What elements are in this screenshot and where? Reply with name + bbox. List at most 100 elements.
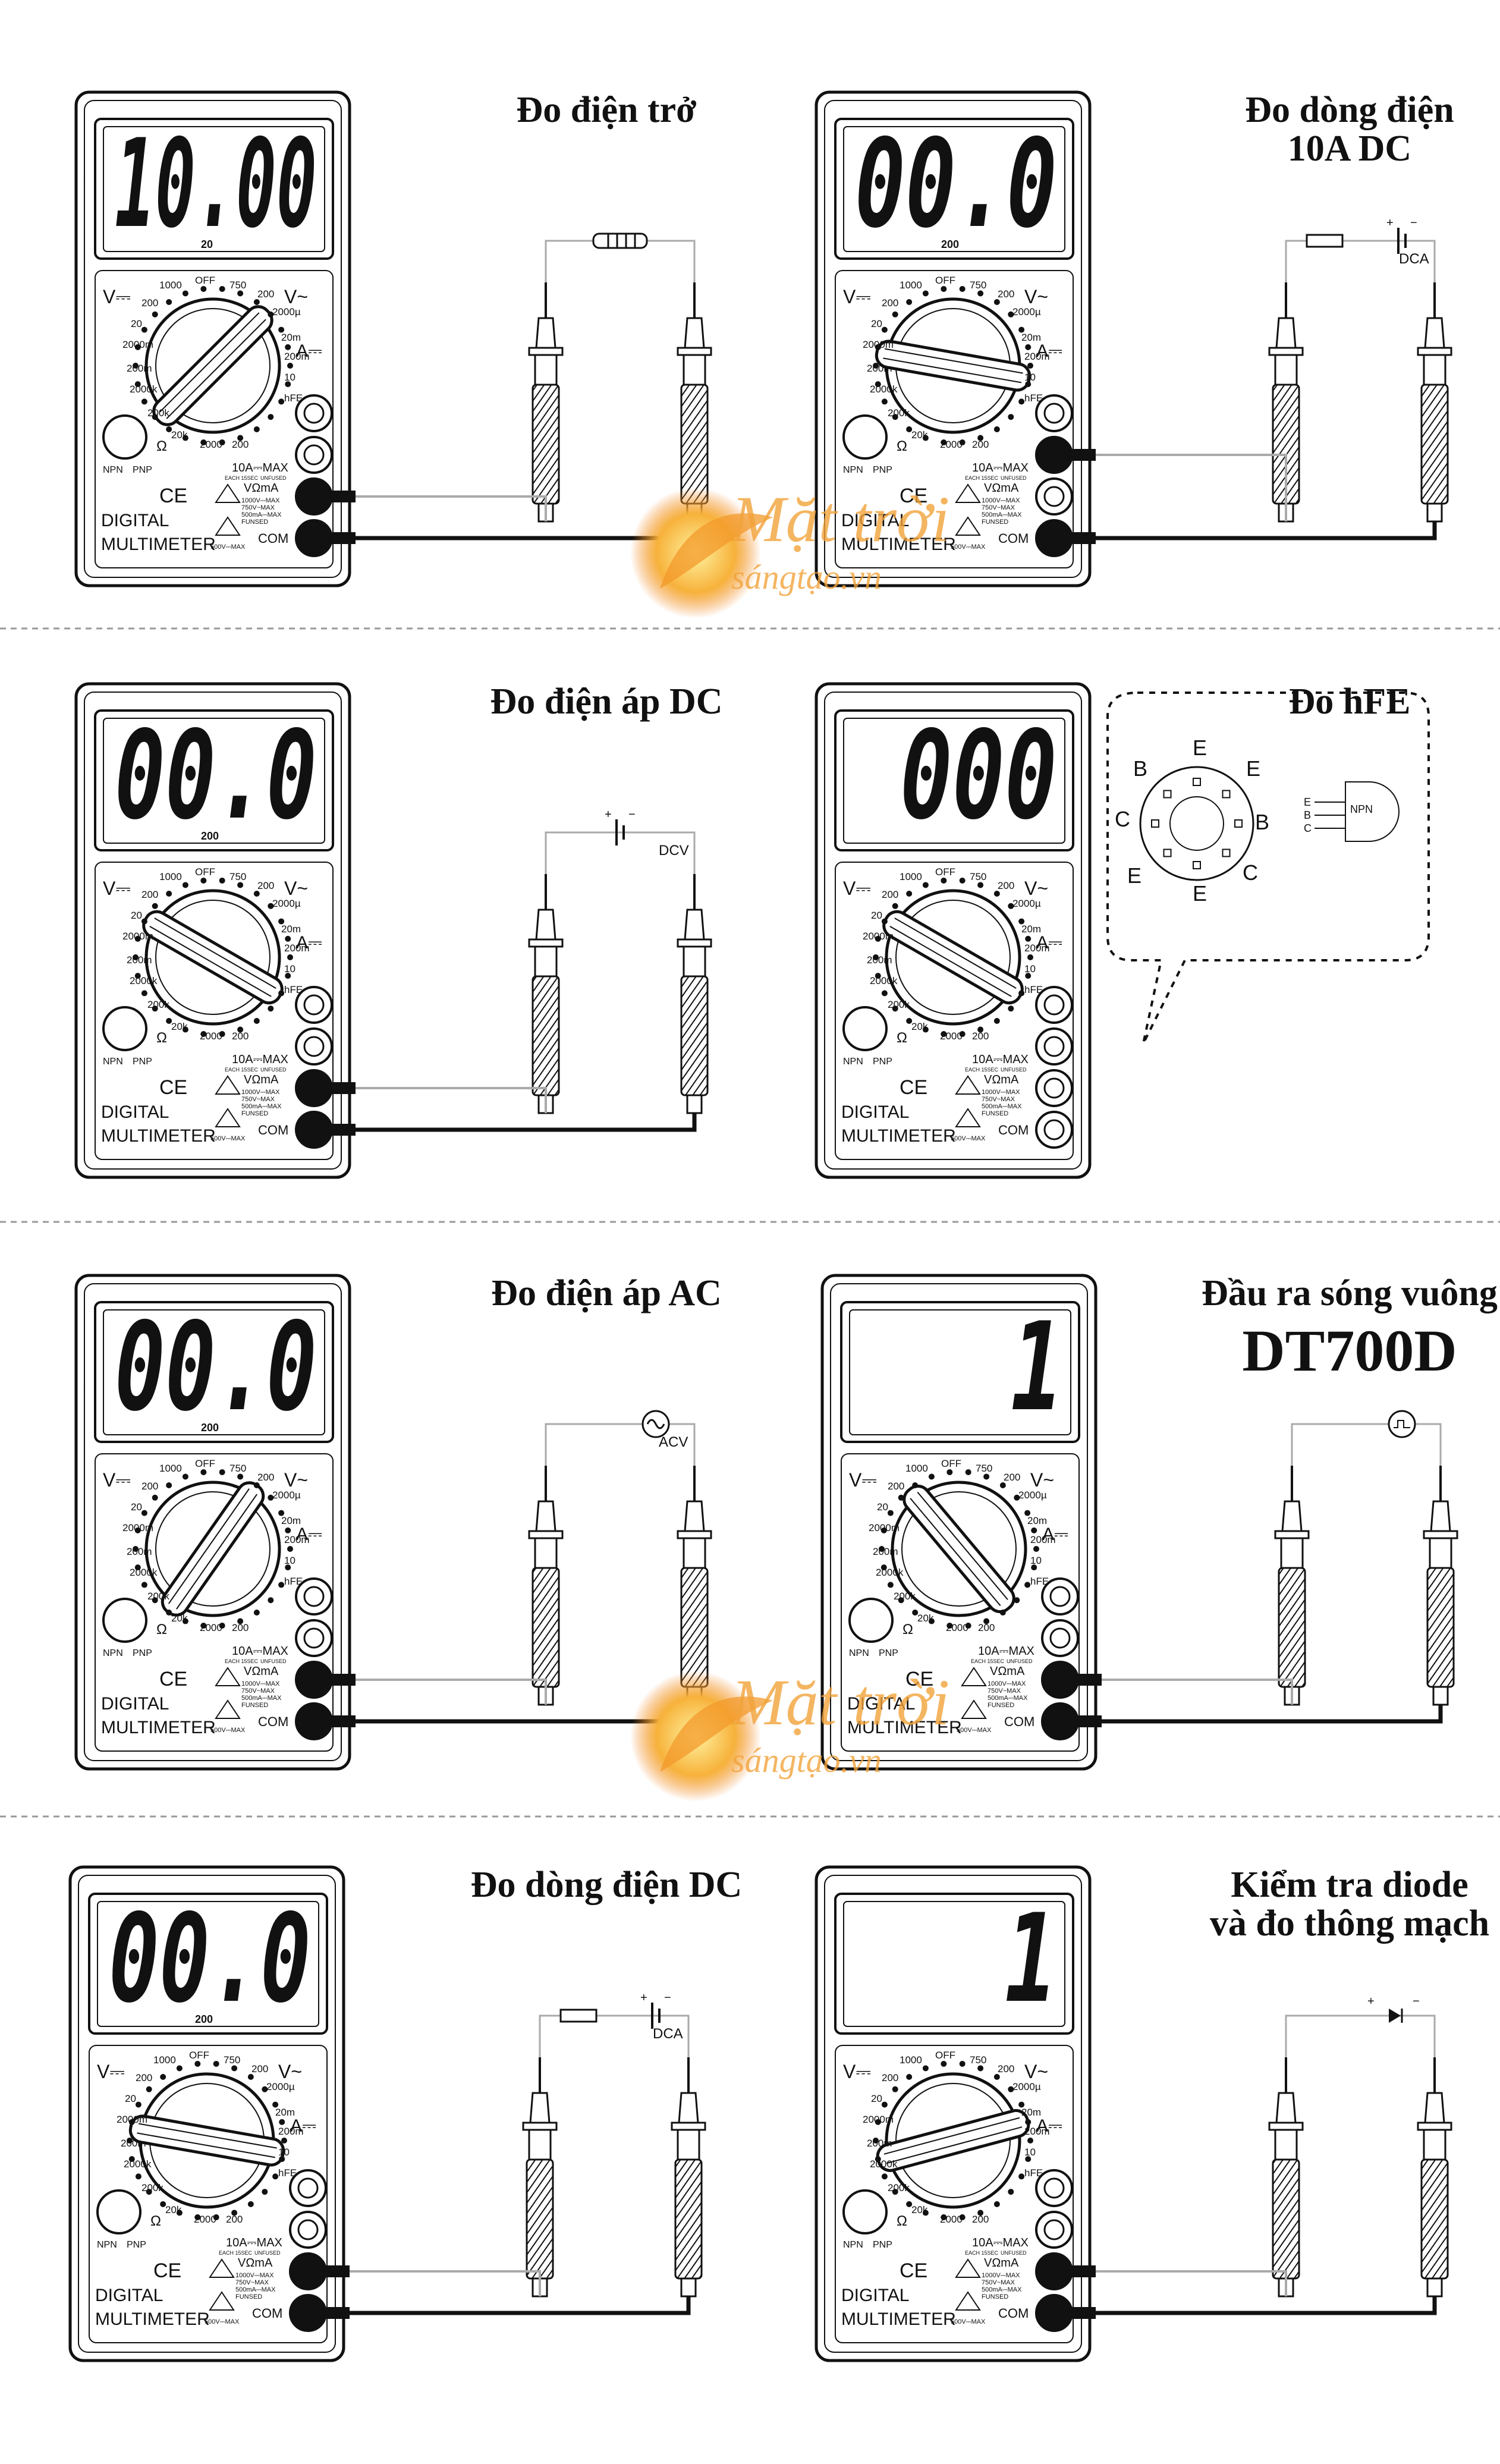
brand-line2: MULTIMETER [101,1718,216,1737]
dial-label: 20m [1021,2107,1041,2118]
dial-label: 1000 [900,279,922,291]
lcd-screen [843,1901,1065,2027]
title-line: DT700D [1242,1318,1457,1384]
plug [326,2307,350,2319]
dial-label: 1000 [159,871,182,882]
probe-grip [680,975,709,1096]
knob-line [894,917,1017,989]
adc-label: A⎓ [296,933,322,953]
dial-tick [1018,2173,1025,2180]
dial-label: 20k [911,429,928,441]
dial-tick [152,1494,158,1501]
probe-right [677,282,712,523]
meter-bezel [824,692,1082,1170]
npn-label: NPN [843,465,863,475]
lcd-reading: 00.0 [855,114,1057,255]
dial-tick [182,435,188,441]
dial-label: 200 [882,297,898,309]
lcd-frame [94,118,334,260]
dial-tick [983,1473,990,1480]
hfe-socket-hub [1169,796,1224,851]
dial-tick [268,903,274,909]
dial-tick [134,1527,141,1533]
vac-label: V~ [284,1469,308,1491]
lcd-reading: 000 [900,705,1057,847]
probe-right [1417,282,1452,523]
dial-tick [182,1473,188,1480]
lcd-reading: 1 [1011,1297,1063,1438]
dial-tick [278,918,285,925]
dial-tick [1027,954,1033,960]
dial-label: 200 [257,288,274,300]
dial-label: OFF [941,1458,961,1469]
jack [295,394,333,432]
knob-line [885,348,1023,374]
dial-tick [237,290,244,297]
probe-left [528,1466,564,1706]
ohm-label: Ω [150,2213,161,2229]
adc-label: A⎓ [1036,341,1062,361]
brand-line1: DIGITAL [101,511,169,530]
dial-label: 200m [867,363,892,374]
warning-icon [215,1667,241,1686]
vac-label: V~ [1024,286,1048,307]
dial-tick [880,1564,887,1571]
component-label: DCA [653,2026,683,2042]
dial-label: 200 [141,1481,158,1492]
lcd-frame [840,1301,1080,1443]
hfe-socket [842,414,888,460]
probe-neck [1423,2129,1446,2161]
dial-label: 750 [229,279,246,291]
warn-label: 750V~MAX [241,1687,275,1695]
warn-label: FUNSED [982,2293,1008,2300]
dial-tick [219,877,225,884]
knob-bar [142,910,284,1005]
dial-label: 750 [970,2054,986,2066]
jack-vohm-label: VΩmA [990,1665,1025,1678]
dial-label: 200 [972,1030,989,1042]
lcd-screen [849,1309,1071,1435]
dial-tick [141,398,147,405]
jack [289,2211,327,2249]
plug [1078,1674,1102,1686]
brand-line1: DIGITAL [841,511,909,530]
dial-label: 200 [251,2063,268,2075]
dial-inner [895,900,1011,1015]
dial-tick [875,2156,881,2163]
dial-tick [941,439,947,446]
ce-mark: CE [900,1076,927,1099]
adc-label: A⎓ [296,341,322,361]
dial-label: 200m [1024,2126,1050,2137]
probe-grip [680,1567,709,1688]
probe-neck [1274,354,1298,386]
dial-tick [941,877,947,884]
npn-label: NPN [843,2240,863,2250]
warn-label: 750V~MAX [982,1096,1015,1103]
dial-label: 200 [998,2063,1014,2075]
brand-line2: MULTIMETER [101,1126,216,1146]
dial-tick [906,1017,913,1024]
lcd-range-sub: 200 [201,1422,219,1434]
dial-label: 2000k [130,1567,158,1578]
dial-label: 20k [911,2204,928,2215]
component-label: ACV [659,1434,688,1450]
selector-knob [882,910,1024,1005]
dial-label: 200k [147,407,169,419]
dial-tick [272,2173,279,2180]
dial-tick [141,918,147,925]
dial-label: 750 [224,2054,240,2066]
dial-label: 2000m [869,1522,900,1533]
dial-tick [887,1510,894,1516]
ohm-label: Ω [156,438,167,454]
dial-tick [200,1469,207,1475]
dial-tick [278,326,285,333]
meter-bezel [830,1283,1088,1761]
dial-tick [912,1482,919,1489]
probe-neck [534,354,558,386]
warning-icon [955,483,981,503]
dial-tick [1018,918,1025,925]
npn-label: NPN [849,1648,869,1658]
dial-label: 2000µ [1012,2081,1041,2092]
dial-tick [278,990,285,997]
